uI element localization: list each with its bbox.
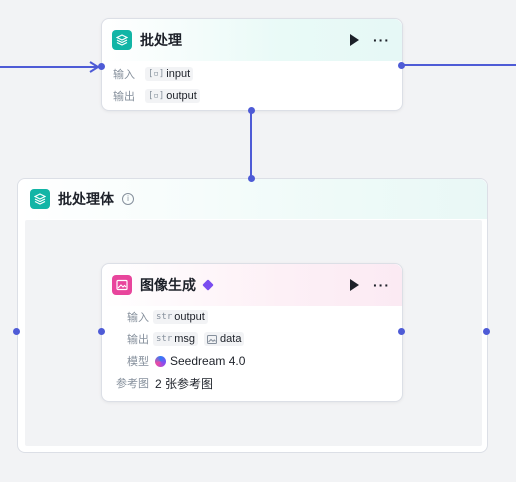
batch-body-title: 批处理体: [58, 191, 114, 207]
input-var-name: input: [166, 68, 191, 80]
image-ref-row: 参考图 2 张参考图: [113, 372, 402, 394]
batch-input-port[interactable]: [98, 63, 105, 70]
image-output-port[interactable]: [398, 328, 405, 335]
image-icon: [112, 275, 132, 295]
run-button[interactable]: [350, 34, 359, 46]
premium-diamond-icon: [202, 279, 214, 291]
batch-output-row: 输出 [▫] output: [113, 85, 402, 107]
input-label: 输入: [127, 312, 149, 324]
image-gen-title: 图像生成: [140, 277, 196, 293]
input-var-name: output: [174, 311, 205, 323]
image-input-row: 输入 str output: [113, 306, 402, 328]
image-input-port[interactable]: [98, 328, 105, 335]
model-value[interactable]: Seedream 4.0: [170, 354, 246, 368]
image-gen-header: 图像生成 ···: [102, 264, 402, 306]
image-output-row: 输出 str msg data: [113, 328, 402, 350]
run-button[interactable]: [350, 279, 359, 291]
array-icon: [▫]: [148, 91, 165, 101]
array-icon: [▫]: [148, 69, 165, 79]
batch-body-port-top[interactable]: [248, 107, 255, 114]
output-label: 输出: [113, 91, 135, 103]
input-var-tag: str output: [153, 310, 208, 324]
more-menu-button[interactable]: ···: [373, 277, 390, 293]
batch-output-port[interactable]: [398, 62, 405, 69]
batch-body-header: 批处理体 i: [18, 179, 487, 219]
input-label: 输入: [113, 69, 135, 81]
ref-label: 参考图: [116, 378, 149, 390]
batch-body-port-right[interactable]: [483, 328, 490, 335]
output-var-tag-data: data: [204, 332, 245, 346]
batch-node[interactable]: 批处理 ··· 输入 [▫] input 输出 [▫] output: [101, 18, 403, 111]
info-icon[interactable]: i: [122, 193, 134, 205]
output-var-msg: msg: [174, 333, 196, 345]
ref-value: 2 张参考图: [155, 376, 214, 391]
output-label: 输出: [127, 334, 149, 346]
batch-body-port-in[interactable]: [248, 175, 255, 182]
image-gen-node[interactable]: 图像生成 ··· 输入 str output 输出 str msg data: [101, 263, 403, 402]
seedream-logo-icon: [155, 355, 166, 367]
more-menu-button[interactable]: ···: [373, 32, 390, 48]
input-type: str: [156, 312, 173, 322]
batch-node-title: 批处理: [140, 32, 182, 48]
output-type: str: [156, 334, 173, 344]
output-var-data: data: [220, 333, 242, 345]
image-model-row: 模型 Seedream 4.0: [113, 350, 402, 372]
output-var-tag: [▫] output: [145, 89, 200, 103]
model-label: 模型: [127, 356, 149, 368]
batch-body-port-left[interactable]: [13, 328, 20, 335]
input-var-tag: [▫] input: [145, 67, 194, 81]
batch-input-row: 输入 [▫] input: [113, 63, 402, 85]
output-var-tag-msg: str msg: [153, 332, 199, 346]
batch-node-header: 批处理 ···: [102, 19, 402, 61]
layers-icon: [30, 189, 50, 209]
layers-icon: [112, 30, 132, 50]
output-var-name: output: [166, 90, 197, 102]
image-small-icon: [207, 334, 218, 344]
